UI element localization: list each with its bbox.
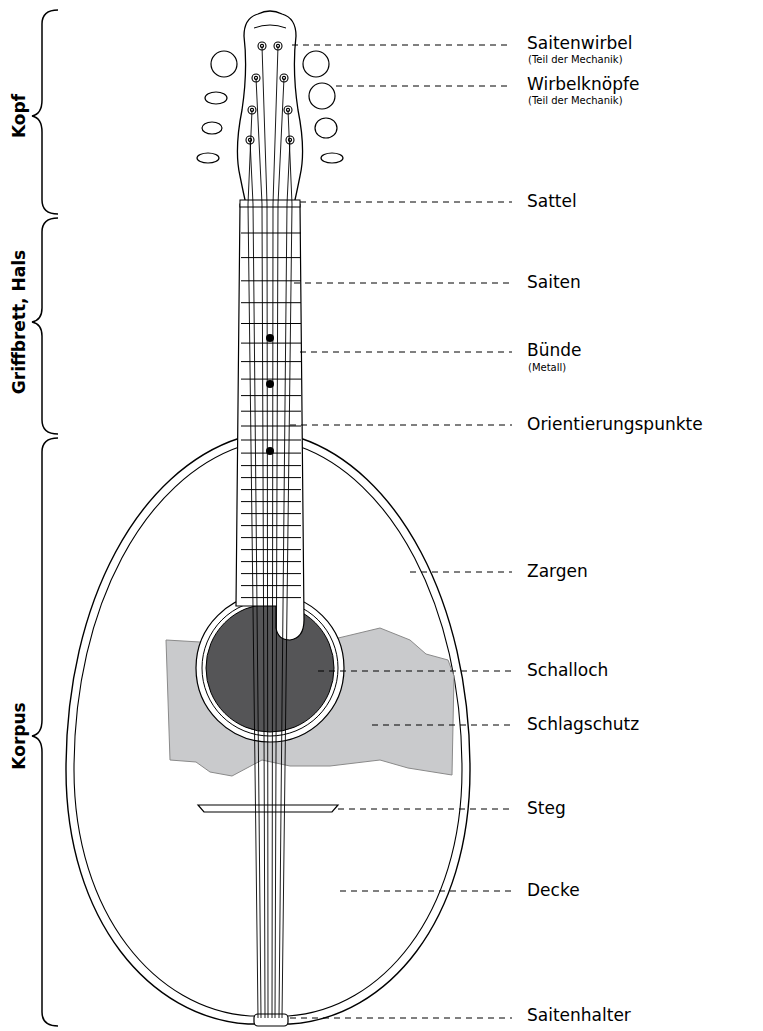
part-label: Saiten — [527, 273, 581, 293]
part-note: (Teil der Mechanik) — [528, 54, 623, 66]
fret — [241, 561, 301, 562]
string — [275, 78, 284, 1018]
fret — [241, 323, 301, 324]
tuner-knob — [202, 122, 222, 134]
fretboard — [236, 204, 304, 640]
soundhole-rosette — [202, 600, 338, 736]
tuner-knob — [197, 153, 219, 163]
leader-line — [338, 809, 512, 810]
fret — [241, 411, 301, 412]
part-label: Orientierungspunkte — [527, 415, 703, 435]
brace — [32, 438, 58, 1026]
leader-line — [300, 202, 512, 203]
leader-line — [410, 572, 512, 573]
part-label: Schlagschutz — [527, 715, 639, 735]
leader-line — [336, 86, 512, 87]
fret — [241, 573, 301, 574]
tuning-pegs — [246, 42, 294, 144]
section-label: Kopf — [10, 94, 30, 138]
fret — [241, 465, 301, 466]
fret — [241, 302, 301, 303]
nut — [240, 200, 300, 207]
leader-line — [290, 425, 512, 426]
part-note: (Teil der Mechanik) — [528, 95, 623, 107]
part-label: Sattel — [527, 192, 577, 212]
tuner-knob — [303, 51, 329, 77]
head — [237, 11, 302, 204]
soundhole-rosette — [196, 594, 344, 742]
tuner-knob — [309, 83, 335, 109]
fret — [241, 489, 301, 490]
fret — [241, 257, 301, 258]
frets — [241, 233, 301, 598]
fret — [241, 477, 301, 478]
fret — [241, 585, 301, 586]
part-note: (Metall) — [528, 362, 566, 374]
string — [250, 140, 261, 1018]
section-label: Korpus — [10, 702, 30, 769]
part-label: Saitenwirbel — [527, 34, 632, 54]
string — [256, 78, 265, 1018]
fret — [241, 426, 301, 427]
part-label: Schalloch — [527, 661, 608, 681]
part-label: Bünde — [527, 341, 581, 361]
leader-line — [318, 671, 512, 672]
part-label: Saitenhalter — [527, 1006, 631, 1026]
brace — [32, 218, 58, 434]
tuner-knob — [321, 153, 343, 163]
part-label: Wirbelknöpfe — [527, 75, 639, 95]
fret — [241, 501, 301, 502]
part-label: Zargen — [527, 562, 588, 582]
string — [279, 140, 290, 1018]
part-label: Decke — [527, 881, 580, 901]
leader-line — [372, 725, 512, 726]
fret — [241, 537, 301, 538]
leader-lines — [290, 45, 512, 1018]
head-crest — [254, 25, 286, 28]
brace — [32, 10, 58, 214]
fret — [241, 549, 301, 550]
group-braces — [32, 10, 58, 1026]
part-label: Steg — [527, 799, 566, 819]
string — [282, 110, 292, 1018]
leader-line — [340, 891, 512, 892]
leader-line — [294, 283, 512, 284]
fret — [241, 440, 301, 441]
fret — [241, 280, 301, 281]
tuner-knob — [205, 92, 227, 104]
leader-line — [292, 45, 512, 46]
section-label: Griffbrett, Hals — [10, 250, 30, 394]
tailpiece — [254, 1014, 288, 1026]
leader-line — [290, 1018, 512, 1019]
fret — [241, 513, 301, 514]
tuner-knob — [315, 118, 337, 138]
tuner-knob — [211, 51, 237, 77]
soundhole — [206, 604, 334, 732]
string — [262, 46, 268, 1018]
fret — [241, 597, 301, 598]
strings — [248, 46, 292, 1018]
leader-line — [300, 352, 512, 353]
fret — [241, 525, 301, 526]
